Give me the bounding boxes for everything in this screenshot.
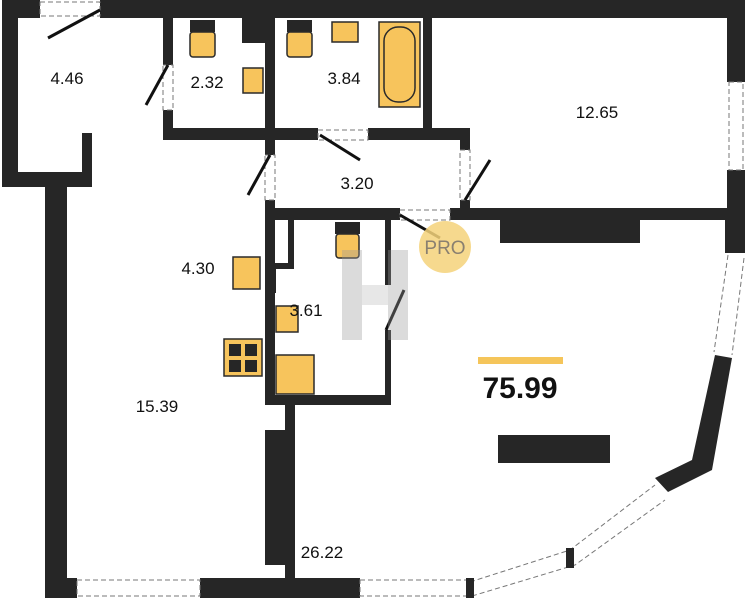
toilet-icon <box>335 233 360 259</box>
room-area-hall: 4.46 <box>50 69 83 88</box>
room-area-bathroom-2: 3.61 <box>289 301 322 320</box>
doors <box>39 1 492 331</box>
fixtures <box>189 20 421 395</box>
toilet-icon <box>286 31 313 58</box>
shower-icon <box>275 354 315 395</box>
room-area-kitchen: 15.39 <box>136 397 179 416</box>
bathtub-icon <box>378 21 421 108</box>
room-area-corridor: 3.20 <box>340 174 373 193</box>
total-area: 75.99 <box>482 372 557 405</box>
watermark <box>342 250 408 340</box>
pro-badge-text: PRO <box>424 238 465 259</box>
sink-icon <box>242 67 264 94</box>
room-area-bathroom: 3.84 <box>327 69 360 88</box>
sink-icon <box>275 305 299 333</box>
room-area-living: 26.22 <box>301 543 344 562</box>
total-area-accent-bar <box>478 357 563 364</box>
room-area-hall-2: 4.30 <box>181 259 214 278</box>
pro-badge <box>419 221 471 273</box>
toilet-icon <box>189 31 216 58</box>
room-area-toilet: 2.32 <box>190 73 223 92</box>
sink-icon <box>331 21 359 43</box>
windows <box>76 81 745 598</box>
room-area-bedroom: 12.65 <box>576 103 619 122</box>
kitchen-sink-icon <box>232 256 261 290</box>
